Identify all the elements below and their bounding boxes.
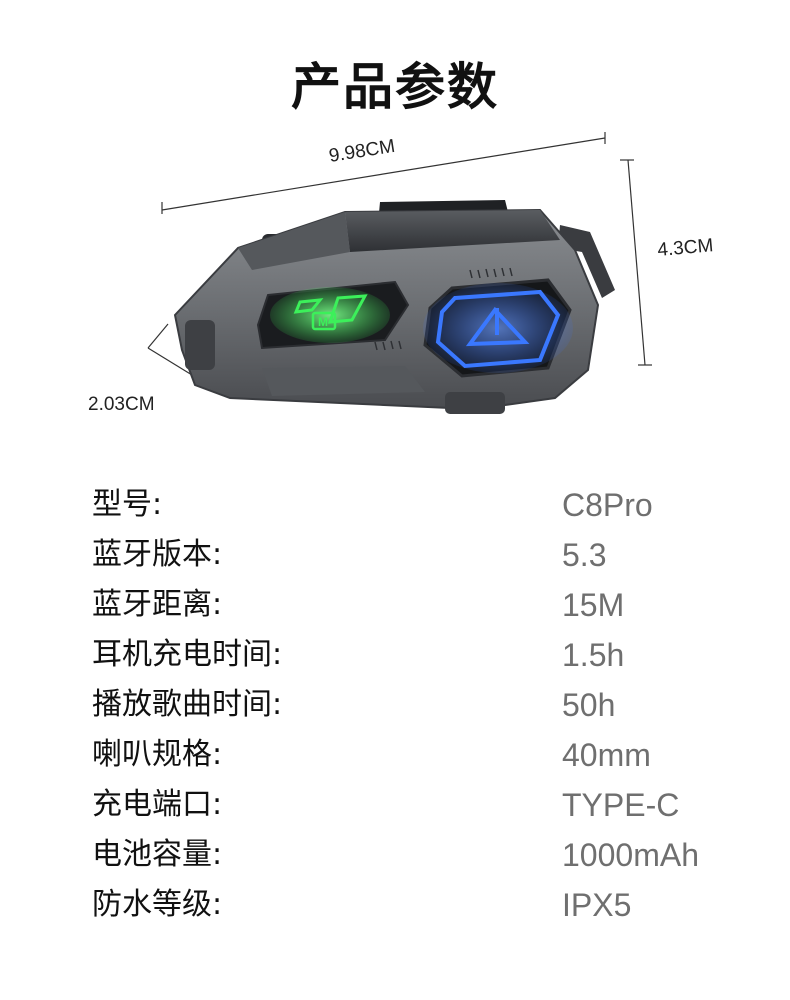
device-top-plate (345, 210, 560, 252)
page-title: 产品参数 (291, 58, 499, 116)
depth-label: 2.03CM (88, 394, 155, 415)
spec-label: 电池容量: (92, 837, 223, 872)
side-button (185, 320, 215, 370)
side-panel (262, 366, 425, 396)
spec-label: 蓝牙距离: (92, 587, 223, 622)
spec-label: 防水等级: (92, 887, 223, 922)
spec-value: 15M (562, 587, 625, 623)
spec-value: C8Pro (562, 487, 653, 523)
spec-row-playback-time: 播放歌曲时间: 50h (92, 680, 732, 730)
spec-value: 50h (562, 687, 616, 723)
spec-row-charge-time: 耳机充电时间: 1.5h (92, 630, 732, 680)
spec-label: 喇叭规格: (92, 737, 223, 772)
power-icon (465, 306, 530, 347)
spec-row-model: 型号: C8Pro (92, 480, 732, 530)
height-dimension: 4.3CM (620, 159, 715, 366)
blue-led-ring (435, 289, 561, 369)
spec-row-bluetooth-version: 蓝牙版本: 5.3 (92, 530, 732, 580)
spec-value: 5.3 (562, 537, 607, 573)
spec-label: 蓝牙版本: (92, 537, 223, 572)
green-led-left (293, 298, 324, 314)
depth-dimension: 2.03CM (88, 323, 209, 415)
device-top-left (238, 212, 350, 270)
spec-row-bluetooth-range: 蓝牙距离: 15M (92, 580, 732, 630)
spec-value: 40mm (562, 737, 651, 773)
height-label: 4.3CM (657, 235, 715, 261)
mounting-clip (558, 225, 615, 298)
spec-value: IPX5 (562, 887, 632, 923)
width-dimension: 9.98CM (161, 132, 606, 214)
m-button (311, 311, 337, 331)
spec-value: 1.5h (562, 637, 625, 673)
spec-label: 型号: (92, 487, 163, 522)
spec-label: 耳机充电时间: (92, 637, 283, 672)
speaker-grill (374, 267, 513, 351)
spec-label: 充电端口: (92, 787, 223, 822)
spec-row-battery-capacity: 电池容量: 1000mAh (92, 830, 732, 880)
spec-row-charging-port: 充电端口: TYPE-C (92, 780, 732, 830)
spec-row-speaker-size: 喇叭规格: 40mm (92, 730, 732, 780)
intercom-device-illustration: 9.98CM 4.3CM 2.03CM (88, 132, 715, 415)
product-image: 9.98CM 4.3CM 2.03CM (0, 130, 790, 430)
m-button-label: M (318, 315, 328, 329)
spec-value: 1000mAh (562, 837, 699, 873)
spec-table: 型号: C8Pro 蓝牙版本: 5.3 蓝牙距离: 15M 耳机充电时间: 1.… (92, 480, 732, 930)
width-label: 9.98CM (327, 136, 396, 167)
bottom-port (445, 392, 505, 414)
spec-value: TYPE-C (562, 787, 680, 823)
spec-label: 播放歌曲时间: (92, 687, 283, 722)
spec-row-waterproof-rating: 防水等级: IPX5 (92, 880, 732, 930)
